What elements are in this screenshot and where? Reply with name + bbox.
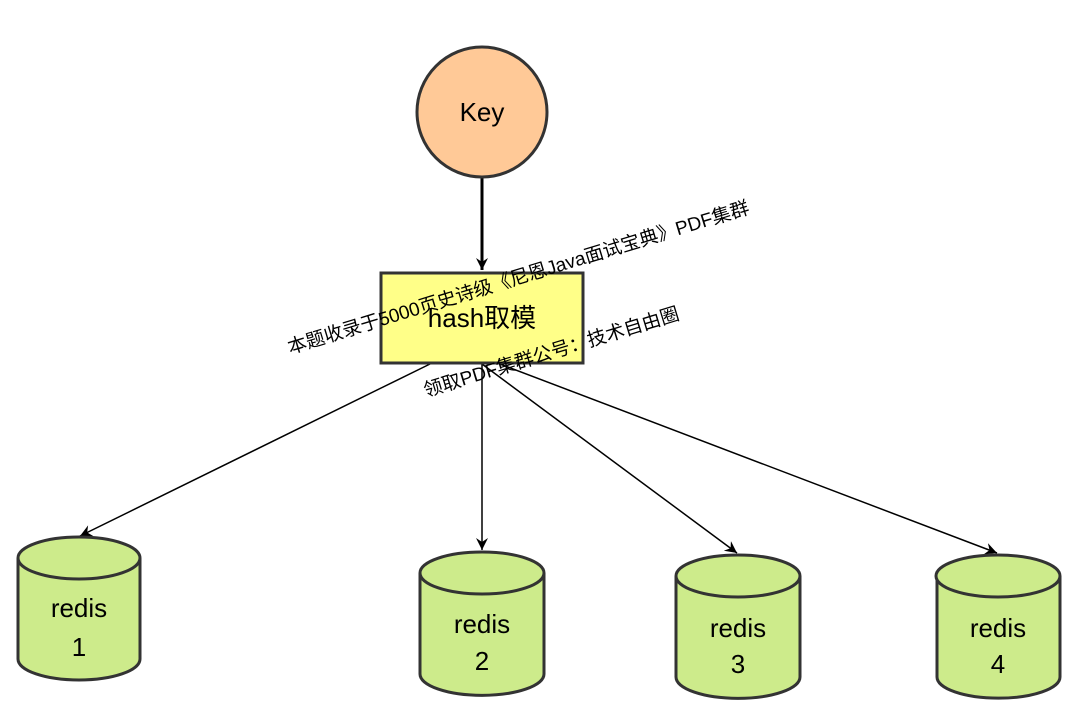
redis-node-3-label-line1: redis [710,613,766,643]
hash-node-label: hash取模 [428,303,536,333]
redis-node-2-label-line1: redis [454,609,510,639]
redis-node-2: redis 2 [418,550,546,697]
redis-node-1-label-line1: redis [51,593,107,623]
redis-node-1: redis 1 [16,535,142,682]
redis-node-2-label-line2: 2 [475,646,489,676]
key-node-label: Key [460,97,505,127]
redis-node-4-label-line2: 4 [991,649,1005,679]
redis-node-3: redis 3 [674,553,802,700]
edge-hash-to-redis-4 [499,363,998,555]
edge-hash-to-redis-3 [481,363,738,554]
redis-node-1-label-line2: 1 [72,632,86,662]
redis-node-3-label-line2: 3 [731,649,745,679]
edge-hash-to-redis-1 [79,363,431,537]
redis-node-4-label-line1: redis [970,613,1026,643]
key-node: Key [415,45,549,179]
hash-node: hash取模 [379,271,585,365]
redis-node-4: redis 4 [934,553,1062,700]
